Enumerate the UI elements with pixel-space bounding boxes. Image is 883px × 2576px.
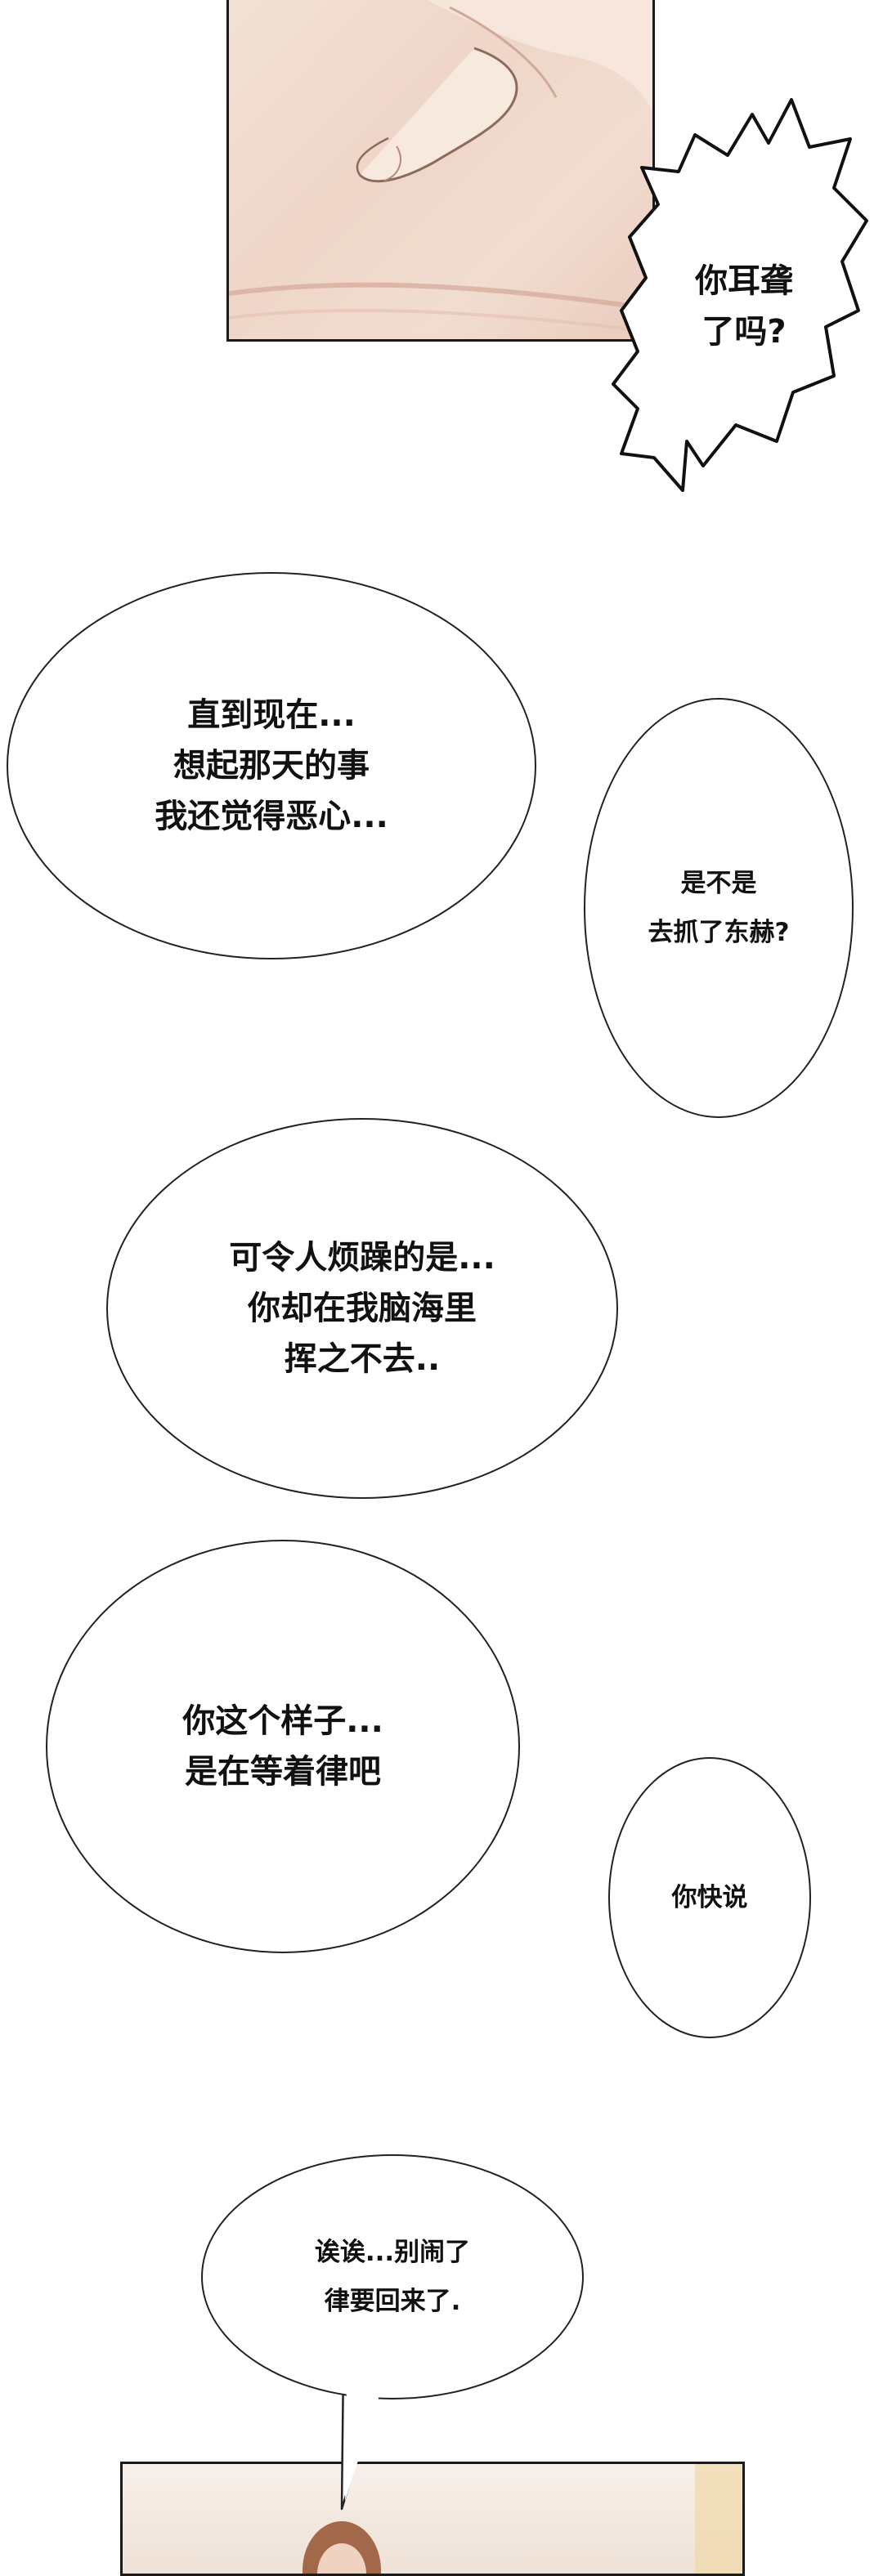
jagged-bubble-shape xyxy=(612,98,868,492)
speech-bubble-shout: 你耳聋 了吗? xyxy=(654,245,834,368)
bubble-text: 直到现在... 想起那天的事 我还觉得恶心... xyxy=(155,696,388,835)
speech-bubble-3: 可令人烦躁的是... 你却在我脑海里 挥之不去.. xyxy=(106,1118,618,1499)
bubble-text: 是不是 去抓了东赫? xyxy=(648,869,790,947)
bubble-text: 你这个样子... 是在等着律吧 xyxy=(182,1702,383,1791)
bubble-text: 你耳聋 了吗? xyxy=(695,262,793,351)
bubble-text: 可令人烦躁的是... 你却在我脑海里 挥之不去.. xyxy=(229,1239,495,1378)
character-illustration xyxy=(303,2464,742,2574)
speech-bubble-6: 诶诶...别闹了 律要回来了. xyxy=(201,2154,584,2399)
comic-panel-hand xyxy=(226,0,655,342)
speech-bubble-5: 你快说 xyxy=(608,1757,811,2038)
bubble-text: 诶诶...别闹了 律要回来了. xyxy=(314,2238,471,2316)
comic-panel-bottom xyxy=(120,2462,745,2576)
bubble-text: 你快说 xyxy=(671,1883,748,1912)
speech-bubble-2: 是不是 去抓了东赫? xyxy=(584,698,854,1118)
speech-bubble-1: 直到现在... 想起那天的事 我还觉得恶心... xyxy=(7,572,536,959)
speech-bubble-4: 你这个样子... 是在等着律吧 xyxy=(46,1540,520,1953)
hand-illustration xyxy=(229,0,652,334)
